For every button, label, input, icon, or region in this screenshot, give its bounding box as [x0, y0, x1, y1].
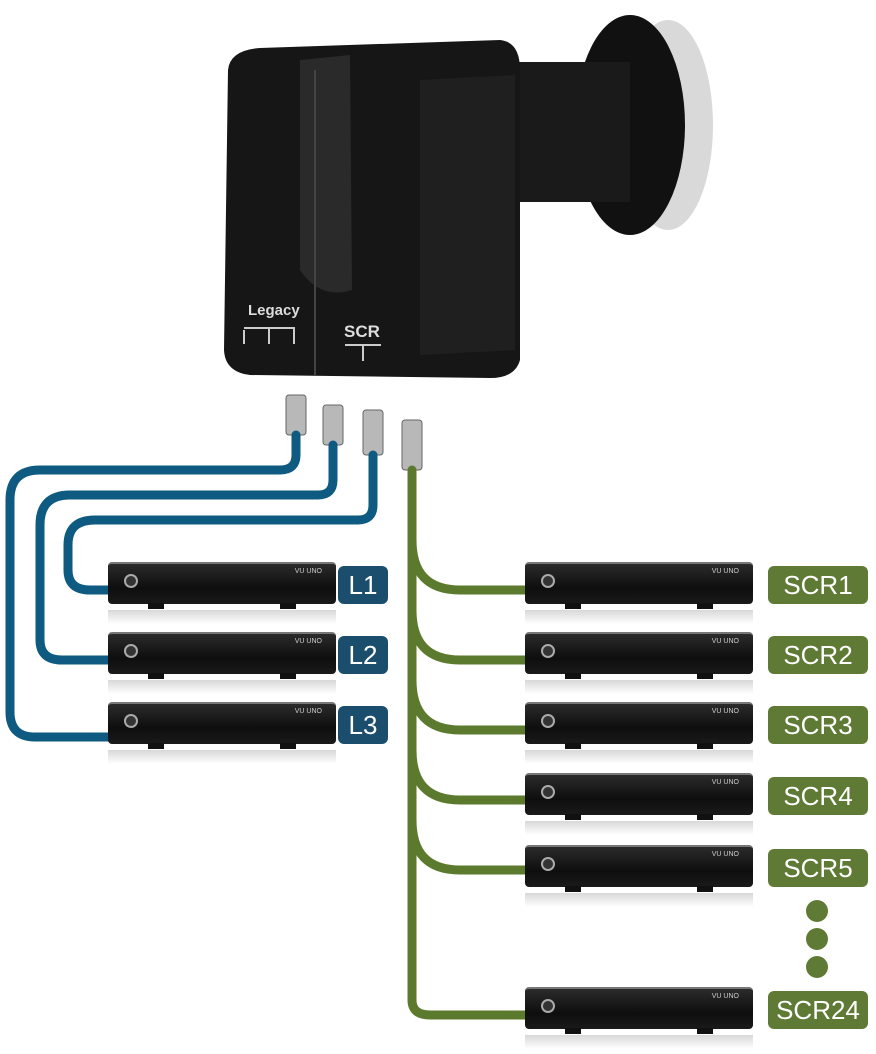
label-scr5: SCR5 — [768, 849, 868, 887]
brand-logo: VU UNO — [294, 708, 322, 715]
label-scr2: SCR2 — [768, 636, 868, 674]
power-button-icon — [124, 714, 138, 728]
scr-arrow-icon — [345, 344, 381, 361]
power-button-icon — [541, 574, 555, 588]
ellipsis-dot — [806, 928, 828, 950]
receiver-scr24: VU UNO — [525, 987, 753, 1049]
label-scr4: SCR4 — [768, 777, 868, 815]
power-button-icon — [541, 714, 555, 728]
brand-logo: VU UNO — [294, 568, 322, 575]
scr-label: SCR — [344, 322, 380, 341]
power-button-icon — [541, 999, 555, 1013]
f-connectors — [285, 394, 423, 471]
legacy-cables — [5, 430, 378, 742]
power-button-icon — [541, 785, 555, 799]
ellipsis-dot — [806, 900, 828, 922]
legacy-label: Legacy — [248, 302, 300, 319]
brand-logo: VU UNO — [294, 638, 322, 645]
brand-logo: VU UNO — [711, 638, 739, 645]
label-scr24: SCR24 — [768, 991, 868, 1029]
receiver-scr2: VU UNO — [525, 632, 753, 694]
label-scr1: SCR1 — [768, 566, 868, 604]
scr-cables — [407, 465, 532, 1020]
brand-logo: VU UNO — [711, 568, 739, 575]
receiver-scr4: VU UNO — [525, 773, 753, 835]
legacy-arrows-icon — [243, 327, 295, 344]
ellipsis-dot — [806, 956, 828, 978]
receiver-l1: VU UNO — [108, 562, 336, 624]
label-l3: L3 — [338, 706, 388, 744]
power-button-icon — [124, 644, 138, 658]
brand-logo: VU UNO — [711, 993, 739, 1000]
label-l1: L1 — [338, 566, 388, 604]
power-button-icon — [541, 644, 555, 658]
power-button-icon — [541, 857, 555, 871]
receiver-scr3: VU UNO — [525, 702, 753, 764]
lnb-panel-right — [420, 75, 515, 355]
lnb — [224, 15, 713, 471]
label-l2: L2 — [338, 636, 388, 674]
lnb-panel — [300, 55, 352, 293]
receiver-l3: VU UNO — [108, 702, 336, 764]
power-button-icon — [124, 574, 138, 588]
label-scr3: SCR3 — [768, 706, 868, 744]
receiver-l2: VU UNO — [108, 632, 336, 694]
brand-logo: VU UNO — [711, 779, 739, 786]
brand-logo: VU UNO — [711, 708, 739, 715]
receiver-scr1: VU UNO — [525, 562, 753, 624]
brand-logo: VU UNO — [711, 851, 739, 858]
receiver-scr5: VU UNO — [525, 845, 753, 907]
